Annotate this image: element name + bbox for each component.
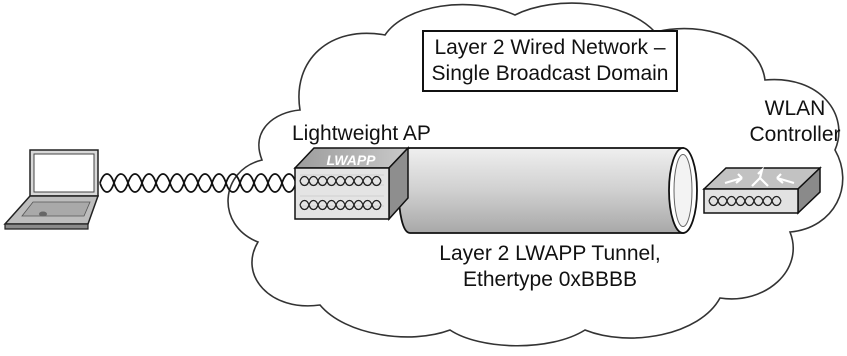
tunnel-label-line-2: Ethertype 0xBBBB — [463, 268, 637, 291]
tunnel-icon — [397, 147, 698, 234]
controller-label: WLAN Controller — [745, 96, 845, 148]
laptop-icon — [3, 149, 100, 230]
title-line-2: Single Broadcast Domain — [431, 62, 669, 85]
wireless-link-icon — [99, 173, 297, 193]
tunnel-label: Layer 2 LWAPP Tunnel, Ethertype 0xBBBB — [420, 241, 680, 293]
title-box: Layer 2 Wired Network – Single Broadcast… — [422, 30, 678, 92]
access-point-icon: LWAPP — [293, 146, 410, 221]
controller-label-line-2: Controller — [749, 123, 841, 146]
wlan-controller-icon — [702, 166, 822, 215]
ap-badge: LWAPP — [326, 152, 376, 168]
controller-label-line-1: WLAN — [764, 97, 826, 120]
tunnel-label-line-1: Layer 2 LWAPP Tunnel, — [439, 242, 661, 265]
title-line-1: Layer 2 Wired Network – — [434, 36, 666, 59]
ap-label: Lightweight AP — [292, 122, 431, 145]
